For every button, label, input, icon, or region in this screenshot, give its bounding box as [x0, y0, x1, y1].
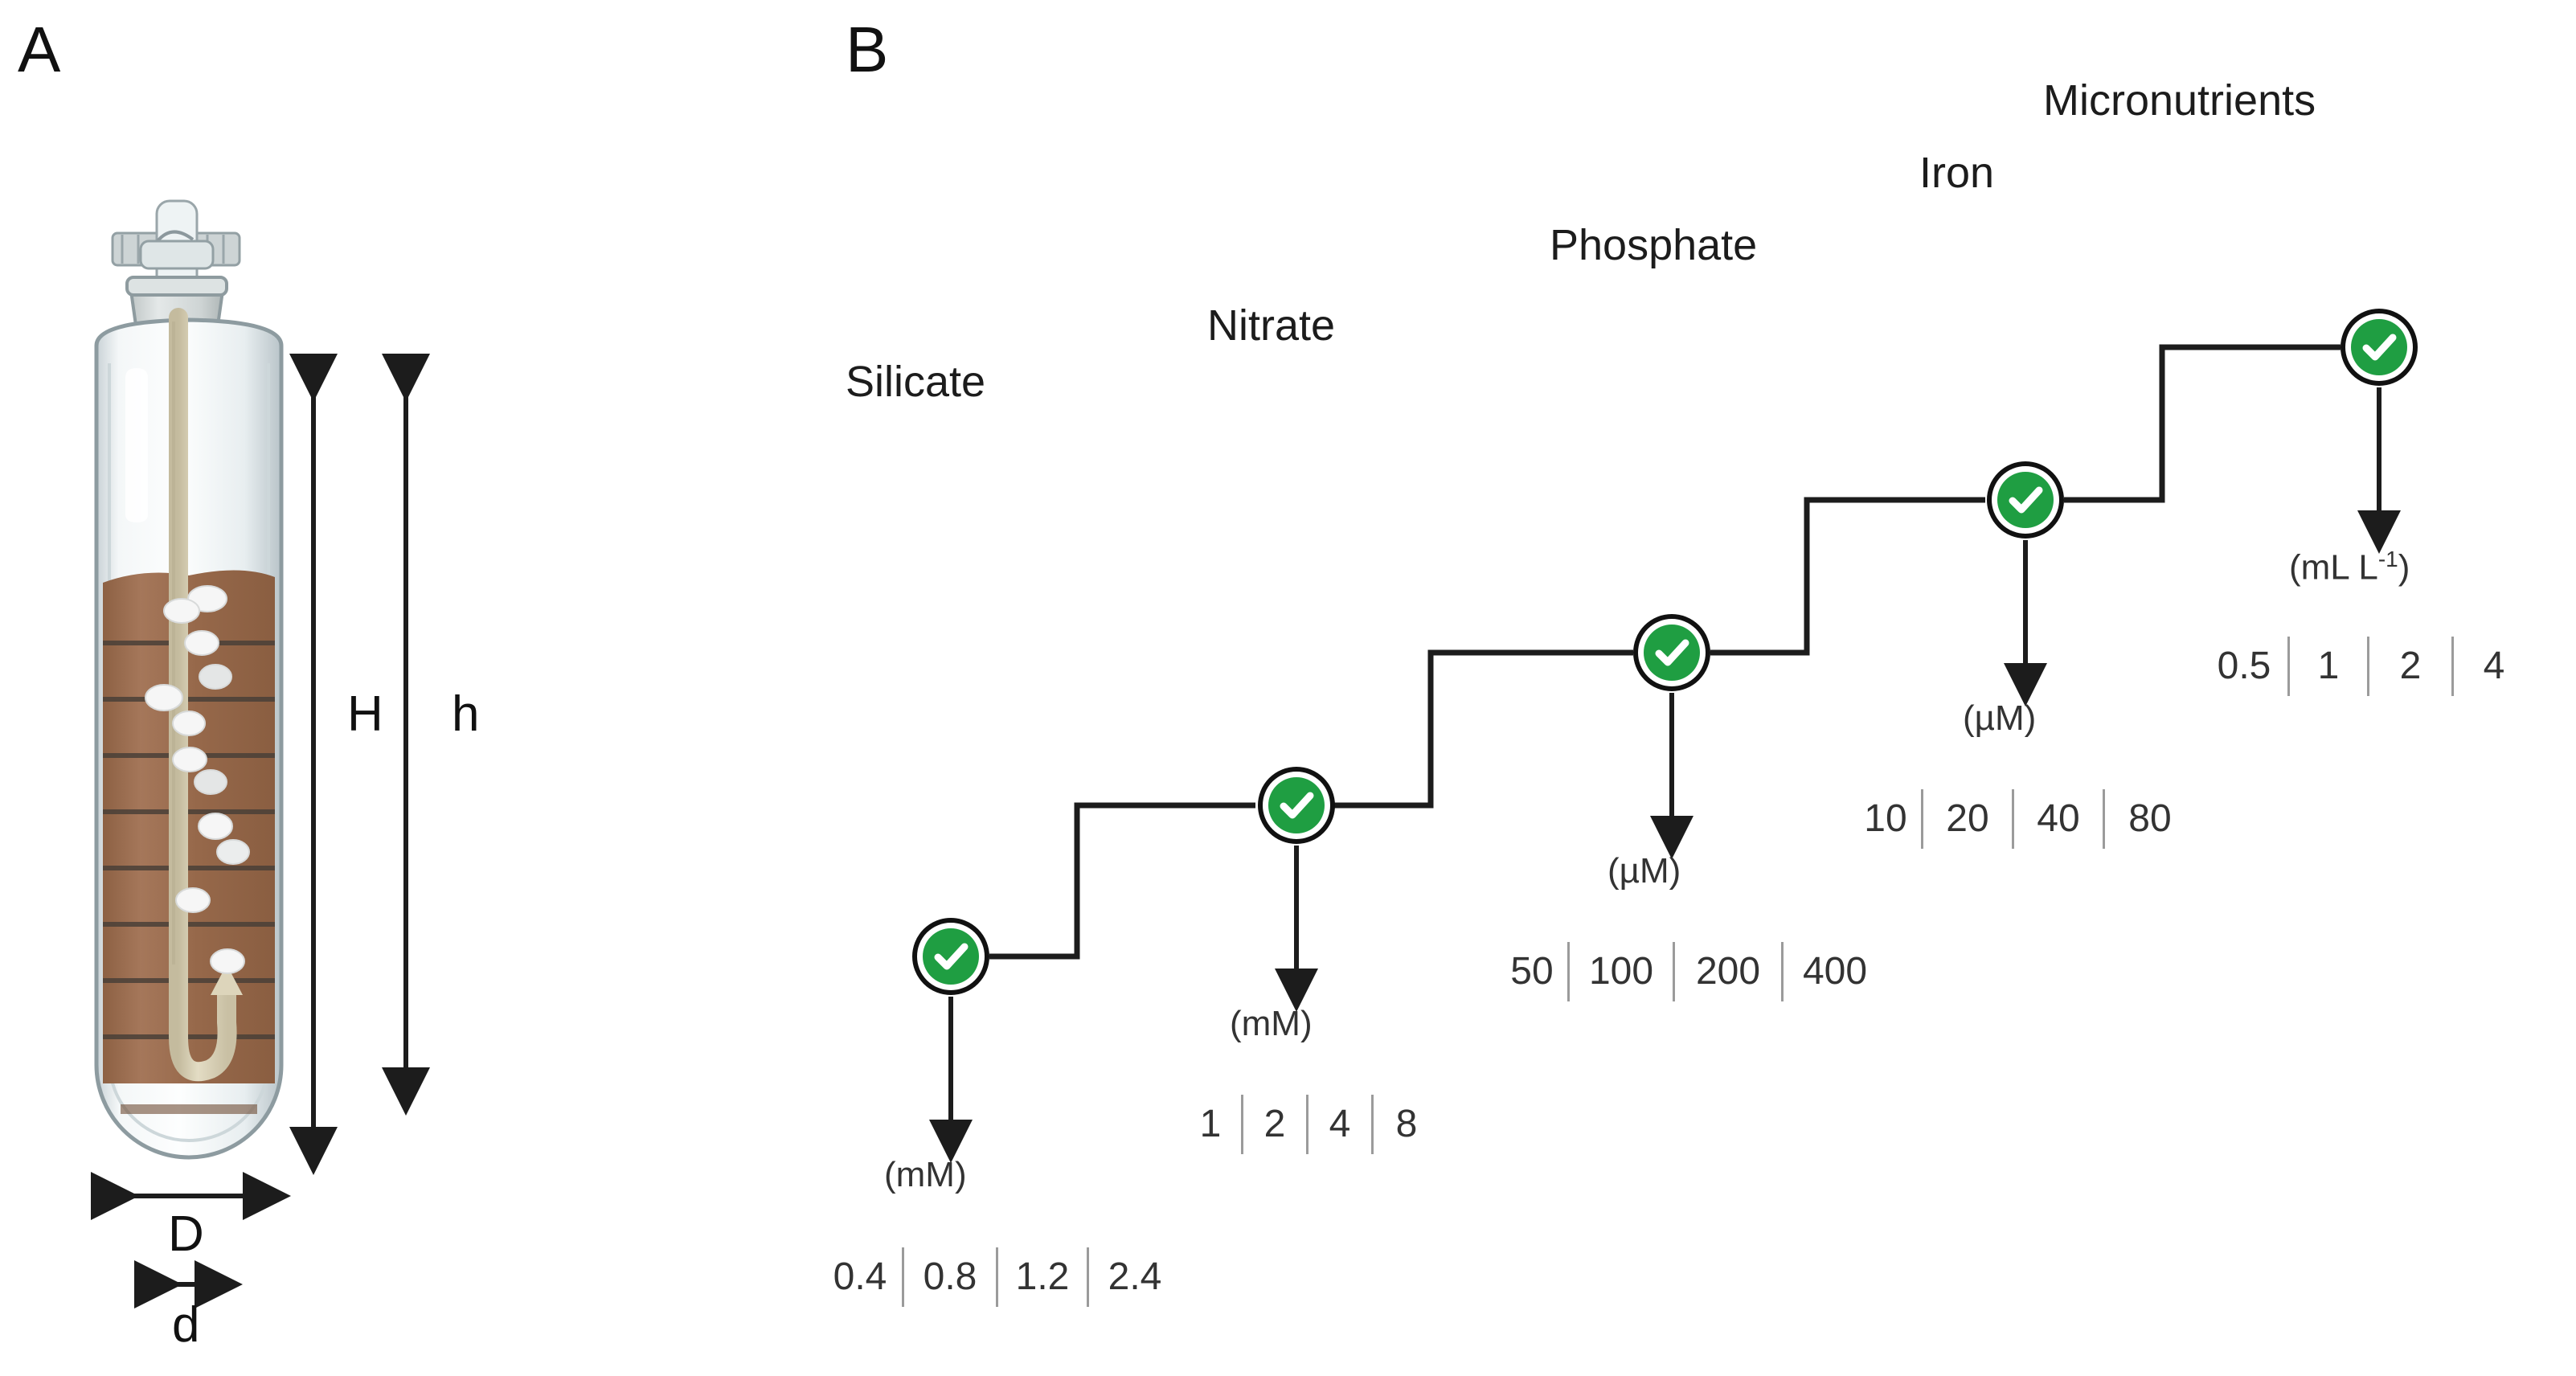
- level-separator: [2287, 637, 2290, 696]
- levels-silicate: 0.4 0.8 1.2 2.4: [818, 1247, 1181, 1307]
- level-separator: [2103, 789, 2105, 849]
- level-value: 2: [2399, 645, 2422, 687]
- step-label-phosphate: Phosphate: [1550, 221, 1758, 269]
- level-separator: [1087, 1247, 1089, 1307]
- level-separator: [2367, 637, 2369, 696]
- level-separator: [902, 1247, 904, 1307]
- check-circle-icon: [923, 928, 979, 985]
- staircase-connectors: [929, 344, 2401, 1163]
- step-node-silicate[interactable]: [912, 918, 989, 995]
- unit-label-micronutrients: (mL L-1): [2289, 548, 2410, 586]
- level-value: 100: [1588, 950, 1654, 993]
- level-value: 80: [2128, 797, 2172, 840]
- level-separator: [1241, 1095, 1243, 1154]
- level-value: 1.2: [1015, 1255, 1070, 1298]
- level-value: 8: [1395, 1103, 1418, 1145]
- check-circle-icon: [2351, 319, 2407, 375]
- level-separator: [1781, 942, 1784, 1001]
- dimension-label-h: h: [452, 686, 480, 742]
- check-circle-icon: [1644, 625, 1700, 681]
- levels-iron: 10 20 40 80: [1850, 789, 2195, 849]
- level-separator: [1306, 1095, 1308, 1154]
- panel-a: A: [0, 0, 804, 1376]
- check-circle-icon: [1268, 777, 1325, 833]
- level-value: 50: [1510, 950, 1554, 993]
- level-value: 200: [1695, 950, 1761, 993]
- level-value: 2: [1263, 1103, 1286, 1145]
- levels-micronutrients: 0.5 1 2 4: [2201, 637, 2534, 696]
- step-label-iron: Iron: [1919, 149, 1995, 197]
- unit-label-nitrate: (mM): [1230, 1004, 1313, 1043]
- level-value: 0.8: [923, 1255, 977, 1298]
- level-value: 2.4: [1108, 1255, 1162, 1298]
- level-value: 1: [1199, 1103, 1222, 1145]
- unit-main: (mL L: [2289, 547, 2378, 588]
- level-separator: [2451, 637, 2454, 696]
- dimension-label-H: H: [347, 686, 383, 742]
- level-separator: [996, 1247, 998, 1307]
- unit-label-phosphate: (µM): [1607, 851, 1681, 891]
- level-separator: [1567, 942, 1570, 1001]
- step-node-iron[interactable]: [1987, 461, 2064, 539]
- step-node-micronutrients[interactable]: [2341, 309, 2418, 386]
- dimension-label-d: d: [172, 1297, 200, 1353]
- unit-label-iron: (µM): [1963, 698, 2037, 738]
- level-value: 40: [2037, 797, 2080, 840]
- step-label-nitrate: Nitrate: [1207, 301, 1336, 350]
- step-label-micronutrients: Micronutrients: [2043, 76, 2316, 125]
- level-value: 0.5: [2217, 645, 2271, 687]
- unit-label-silicate: (mM): [884, 1155, 967, 1194]
- level-value: 10: [1864, 797, 1907, 840]
- panel-a-letter: A: [18, 14, 61, 85]
- level-value: 0.4: [833, 1255, 887, 1298]
- step-connector-lines: [989, 344, 2341, 960]
- stopcock-valve: [111, 199, 241, 299]
- level-separator: [1921, 789, 1923, 849]
- particles: [145, 585, 250, 974]
- unit-tail: ): [2398, 547, 2410, 588]
- level-separator: [2012, 789, 2014, 849]
- levels-phosphate: 50 100 200 400: [1497, 942, 1886, 1001]
- levels-nitrate: 1 2 4 8: [1180, 1095, 1440, 1154]
- panel-b: B: [804, 0, 2576, 1376]
- glass-highlight: [125, 368, 148, 522]
- inner-gas-tube: [169, 308, 243, 1082]
- tube-illustration: [91, 199, 430, 1308]
- step-label-silicate: Silicate: [846, 358, 986, 406]
- level-value: 4: [1329, 1103, 1351, 1145]
- level-value: 4: [2483, 645, 2505, 687]
- value-arrows: [929, 387, 2401, 1163]
- step-node-nitrate[interactable]: [1258, 767, 1335, 844]
- unit-exponent: -1: [2377, 547, 2398, 571]
- level-separator: [1673, 942, 1675, 1001]
- check-circle-icon: [1997, 472, 2054, 528]
- panel-b-letter: B: [846, 14, 889, 85]
- level-value: 400: [1802, 950, 1868, 993]
- level-separator: [1371, 1095, 1374, 1154]
- step-node-phosphate[interactable]: [1633, 614, 1710, 691]
- level-value: 1: [2317, 645, 2340, 687]
- dimension-label-D: D: [168, 1206, 204, 1262]
- level-value: 20: [1946, 797, 1989, 840]
